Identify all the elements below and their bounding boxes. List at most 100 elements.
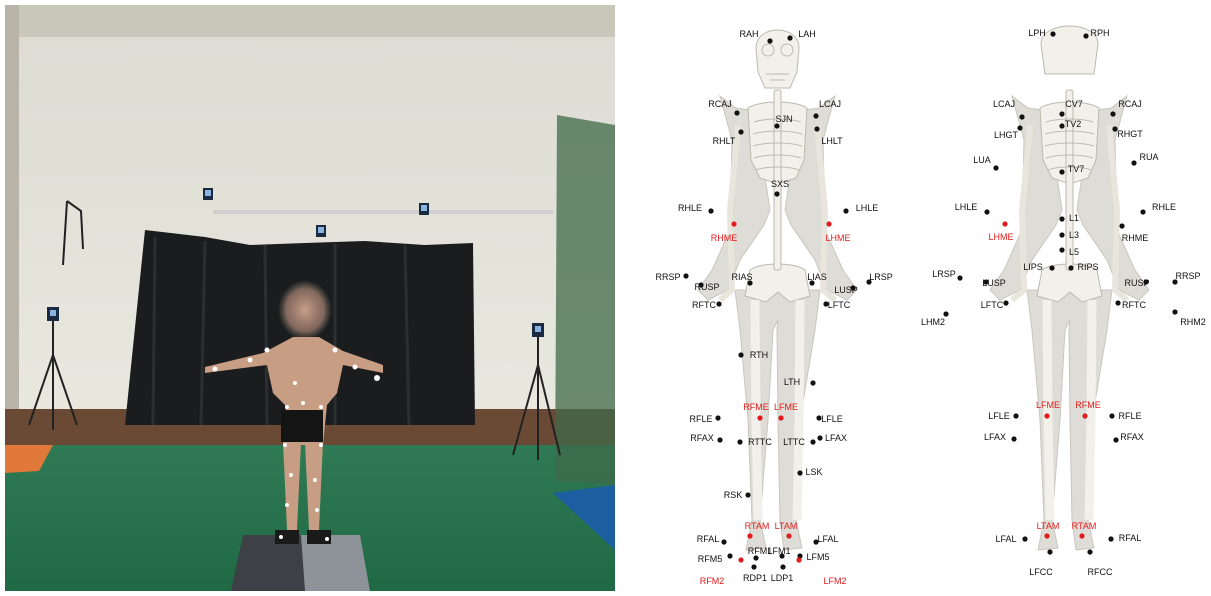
marker-dot-lhlt: [814, 126, 819, 131]
marker-label-rfm5: RFM5: [698, 554, 723, 564]
marker-label-lfm1: LFM1: [767, 546, 790, 556]
marker-dot-rfle: [1109, 413, 1114, 418]
marker-dot-sxs: [774, 191, 779, 196]
marker-label-rfme: RFME: [743, 402, 769, 412]
marker-label-lias: LIAS: [807, 272, 827, 282]
marker-dot-rfle: [715, 415, 720, 420]
marker-dot-lfme: [1044, 413, 1049, 418]
marker-label-lfcc: LFCC: [1029, 567, 1053, 577]
marker-dot-lhle: [843, 208, 848, 213]
marker-dot-rhlt: [738, 129, 743, 134]
marker-label-lfm5: LFM5: [806, 552, 829, 562]
marker-label-rhle: RHLE: [678, 203, 702, 213]
marker-label-rrsp: RRSP: [655, 272, 680, 282]
marker-dot-lips: [1049, 265, 1054, 270]
marker-dot-rftc: [716, 301, 721, 306]
marker-label-rips: RIPS: [1077, 262, 1098, 272]
marker-label-lhme: LHME: [825, 233, 850, 243]
marker-dot-lhm2: [943, 311, 948, 316]
marker-label-lfme: LFME: [1036, 400, 1060, 410]
marker-label-rhle: RHLE: [1152, 202, 1176, 212]
marker-dot-l1: [1059, 216, 1064, 221]
marker-dot-lfax: [817, 435, 822, 440]
marker-dot-rfm5: [727, 553, 732, 558]
marker-dot-rhme: [1119, 223, 1124, 228]
marker-dot-lua: [993, 165, 998, 170]
marker-dot-lcaj: [813, 113, 818, 118]
green-net: [555, 115, 615, 485]
marker-label-rhme: RHME: [711, 233, 738, 243]
marker-label-rrsp: RRSP: [1175, 271, 1200, 281]
marker-label-lhle: LHLE: [856, 203, 879, 213]
marker-label-ltam: LTAM: [1037, 521, 1060, 531]
marker-label-rfle: RFLE: [689, 414, 712, 424]
marker-label-rfle: RFLE: [1118, 411, 1141, 421]
marker-dot-rfme: [1082, 413, 1087, 418]
marker-dot-lfm2: [796, 557, 801, 562]
marker-dot-lsk: [797, 470, 802, 475]
marker-label-lhle: LHLE: [955, 202, 978, 212]
marker-dot-rua: [1131, 160, 1136, 165]
marker-label-lfax: LFAX: [984, 432, 1006, 442]
marker-dot-rfax: [717, 437, 722, 442]
marker-label-rhme: RHME: [1122, 233, 1149, 243]
marker-label-lhgt: LHGT: [994, 130, 1019, 140]
marker-label-rfcc: RFCC: [1088, 567, 1113, 577]
camera-rail: [213, 210, 553, 214]
marker-label-tv2: TV2: [1065, 119, 1082, 129]
marker-label-lhm2: LHM2: [921, 317, 945, 327]
marker-dot-rhle: [708, 208, 713, 213]
marker-label-rtam: RTAM: [1072, 521, 1097, 531]
marker-dot-rfal: [721, 539, 726, 544]
marker-dot-rhm2: [1172, 309, 1177, 314]
marker-dot-rrsp: [683, 273, 688, 278]
marker-dot-lhme: [1002, 221, 1007, 226]
marker-dot-rfm1: [753, 555, 758, 560]
marker-dot-rttc: [737, 439, 742, 444]
marker-dot-rtam: [1079, 533, 1084, 538]
marker-label-lfal: LFAL: [995, 534, 1016, 544]
marker-dot-rfme: [757, 415, 762, 420]
marker-dot-rtam: [747, 533, 752, 538]
marker-label-lips: LIPS: [1023, 262, 1043, 272]
marker-label-lftc: LFTC: [981, 300, 1004, 310]
lab-photo: [5, 5, 615, 591]
marker-label-lah: LAH: [798, 29, 816, 39]
marker-label-ldp1: LDP1: [771, 573, 794, 583]
marker-label-rfal: RFAL: [1119, 533, 1142, 543]
marker-dot-lfcc: [1047, 549, 1052, 554]
marker-label-rhm2: RHM2: [1180, 317, 1206, 327]
marker-dot-rsk: [745, 492, 750, 497]
marker-label-ltam: LTAM: [775, 521, 798, 531]
marker-dot-lfme: [778, 415, 783, 420]
marker-label-rfal: RFAL: [697, 534, 720, 544]
marker-dot-lrsp: [957, 275, 962, 280]
marker-dot-rph: [1083, 33, 1088, 38]
marker-label-lcaj: LCAJ: [993, 99, 1015, 109]
marker-dot-rah: [767, 38, 772, 43]
marker-label-rftc: RFTC: [1122, 300, 1146, 310]
marker-label-lph: LPH: [1028, 28, 1046, 38]
marker-label-rsk: RSK: [724, 490, 743, 500]
marker-dot-sjn: [774, 123, 779, 128]
marker-label-rias: RIAS: [731, 272, 752, 282]
marker-dot-lhgt: [1017, 125, 1022, 130]
marker-dot-rfm2: [738, 557, 743, 562]
marker-dot-lth: [810, 380, 815, 385]
marker-label-lrsp: LRSP: [869, 272, 893, 282]
marker-label-rdp1: RDP1: [743, 573, 767, 583]
marker-dot-ldp1: [780, 564, 785, 569]
marker-label-lftc: LFTC: [828, 300, 851, 310]
marker-dot-rfal: [1108, 536, 1113, 541]
marker-label-lfal: LFAL: [817, 534, 838, 544]
marker-label-lfle: LFLE: [988, 411, 1010, 421]
marker-label-sjn: SJN: [775, 114, 792, 124]
marker-dot-lhle: [984, 209, 989, 214]
marker-label-lfm2: LFM2: [823, 576, 846, 586]
marker-dot-lph: [1050, 31, 1055, 36]
marker-label-rph: RPH: [1090, 28, 1109, 38]
marker-dot-lftc: [1003, 300, 1008, 305]
marker-label-rfax: RFAX: [690, 433, 714, 443]
marker-label-lfle: LFLE: [821, 414, 843, 424]
